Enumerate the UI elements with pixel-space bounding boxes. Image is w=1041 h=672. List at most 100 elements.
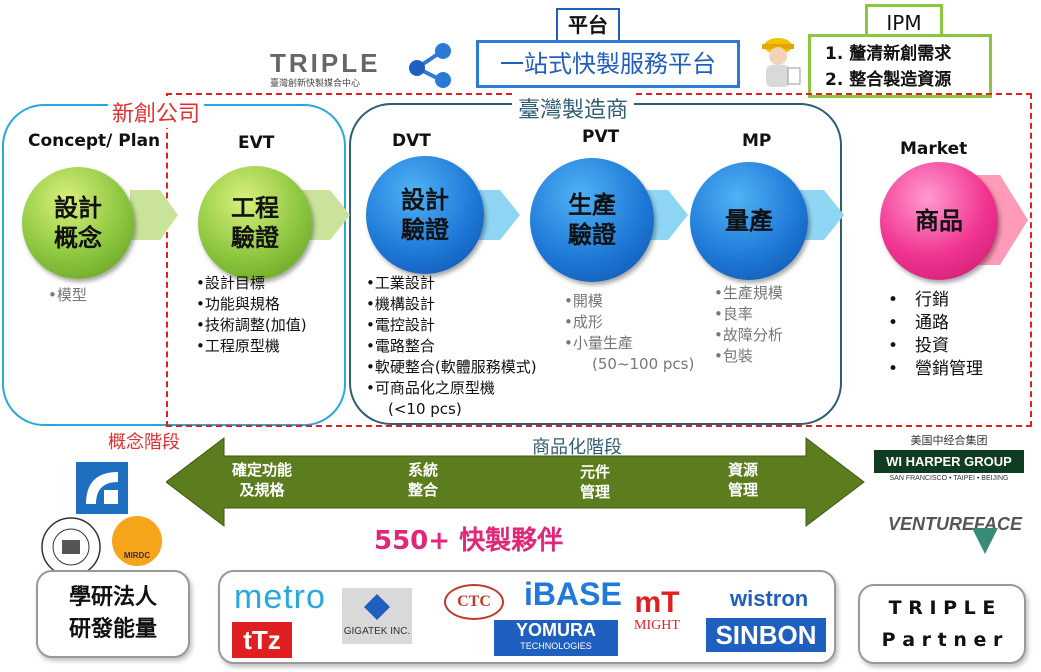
arrow-evt-dvt <box>300 190 350 240</box>
list-evt-item: •工程原型機 <box>196 337 280 355</box>
circle-concept: 設計概念 <box>22 167 134 279</box>
ipm-item-2: 2. 整合製造資源 <box>825 70 952 90</box>
ventureface-logo: VENTUREFACE <box>888 514 1023 534</box>
list-mp-item: •包裝 <box>714 347 753 365</box>
circle-evt: 工程驗證 <box>198 166 312 280</box>
wiharper-logo-text: WI HARPER GROUP <box>874 450 1024 473</box>
arrow-item-3-line1: 元件 <box>580 463 611 481</box>
taiwan-label: 臺灣製造商 <box>512 92 635 124</box>
list-pvt-item: •小量生產 <box>564 334 633 352</box>
list-concept-item: •模型 <box>48 286 87 304</box>
list-dvt-item: •電控設計 <box>366 316 435 334</box>
list-market-item: • 行銷 <box>888 290 950 310</box>
academic-box-line1: 學研法人 <box>68 585 157 610</box>
list-evt-item: •設計目標 <box>196 274 265 292</box>
list-mp: •生產規模 •良率 •故障分析 •包裝 <box>714 283 783 367</box>
circle-dvt-line2: 驗證 <box>401 216 449 244</box>
might-logo-text: MIGHT <box>634 618 680 633</box>
partners-title: 550+ 快製夥伴 <box>374 526 564 556</box>
arrow-concept-evt <box>130 190 178 240</box>
arrow-item-2: 系統 整合 <box>408 460 438 500</box>
circle-concept-line2: 概念 <box>54 224 102 252</box>
wiharper-logo-cn: 美国中经合集团 <box>910 434 988 447</box>
ipm-box: 1. 釐清新創需求 2. 整合製造資源 <box>808 34 992 98</box>
worker-icon <box>762 38 801 87</box>
circle-evt-line1: 工程 <box>231 194 279 222</box>
network-icon <box>409 43 451 88</box>
arrow-item-1-line1: 確定功能 <box>232 461 293 479</box>
ctc-logo: CTC <box>444 584 504 620</box>
circle-dvt: 設計驗證 <box>366 156 484 274</box>
academic-box: 學研法人 研發能量 <box>36 570 190 658</box>
stage-label-evt: EVT <box>238 133 275 153</box>
list-evt: •設計目標 •功能與規格 •技術調整(加值) •工程原型機 <box>196 273 307 357</box>
circle-concept-line1: 設計 <box>54 194 102 222</box>
platform-title: 平台 <box>556 8 620 44</box>
list-dvt-item: •工業設計 <box>366 274 435 292</box>
list-pvt-note: (50~100 pcs) <box>592 355 695 373</box>
list-pvt-item: •成形 <box>564 313 603 331</box>
academia-seal-logo <box>41 517 101 577</box>
circle-mp: 量產 <box>690 162 808 280</box>
metro-logo: metro <box>234 578 326 616</box>
circle-pvt-line2: 驗證 <box>568 221 616 249</box>
list-mp-item: •生產規模 <box>714 284 783 302</box>
triple-logo-subtitle: 臺灣創新快製媒合中心 <box>270 79 361 89</box>
list-dvt-item: •軟硬整合(軟體服務模式) <box>366 358 537 376</box>
circle-pvt: 生產驗證 <box>530 158 654 282</box>
stage-label-dvt: DVT <box>392 131 431 151</box>
ibase-logo: iBASE <box>524 576 622 612</box>
circle-market-line1: 商品 <box>915 207 963 235</box>
triple-logo-text: TRIPLE <box>270 48 381 78</box>
wiharper-logo: 美国中经合集团 WI HARPER GROUP SAN FRANCISCO • … <box>874 432 1024 482</box>
double-arrow <box>166 436 865 528</box>
arrow-item-1: 確定功能 及規格 <box>232 460 292 500</box>
mirdc-logo-text: MIRDC <box>123 551 151 560</box>
wistron-logo: wistron <box>730 586 809 611</box>
startup-label: 新創公司 <box>108 96 205 128</box>
academic-box-line2: 研發能量 <box>68 617 157 642</box>
wiharper-logo-sub: SAN FRANCISCO • TAIPEI • BEIJING <box>889 475 1009 482</box>
institute-logo <box>76 462 128 514</box>
gigatek-logo-text: GIGATEK INC. <box>343 626 411 637</box>
list-evt-item: •功能與規格 <box>196 295 280 313</box>
list-evt-item: •技術調整(加值) <box>196 316 307 334</box>
list-dvt: •工業設計 •機構設計 •電控設計 •電路整合 •軟硬整合(軟體服務模式) •可… <box>366 273 537 420</box>
sinbon-logo: SINBON <box>706 618 826 652</box>
stage-label-pvt: PVT <box>582 127 620 147</box>
list-market: • 行銷 • 通路 • 投資 • 營銷管理 <box>888 289 983 381</box>
arrow-item-3-line2: 管理 <box>580 483 611 501</box>
commercial-phase-label: 商品化階段 <box>532 437 622 458</box>
circle-mp-line1: 量產 <box>725 207 773 235</box>
list-mp-item: •良率 <box>714 305 753 323</box>
might-logo: mT MIGHT <box>634 588 680 634</box>
tz-logo: tTz <box>232 622 292 658</box>
triple-partner-line1: T R I P L E <box>888 597 996 619</box>
yomura-logo: YOMURA TECHNOLOGIES <box>494 620 618 656</box>
list-pvt: •開模 •成形 •小量生產 <box>564 291 633 354</box>
list-market-item: • 投資 <box>888 336 950 356</box>
ventureface-icon <box>972 528 998 554</box>
list-dvt-item: •可商品化之原型機 <box>366 379 495 397</box>
yomura-logo-text: YOMURA <box>516 620 596 640</box>
might-icon: mT <box>634 586 680 619</box>
arrow-item-2-line1: 系統 <box>408 461 439 479</box>
arrow-item-1-line2: 及規格 <box>239 481 285 499</box>
triple-logo: TRIPLE 臺灣創新快製媒合中心 <box>270 48 380 89</box>
arrow-item-4: 資源 管理 <box>728 460 758 500</box>
list-dvt-item: •機構設計 <box>366 295 435 313</box>
list-mp-item: •故障分析 <box>714 326 783 344</box>
list-market-item: • 營銷管理 <box>888 359 984 379</box>
arrow-item-4-line2: 管理 <box>728 481 759 499</box>
circle-dvt-line1: 設計 <box>401 186 449 214</box>
gigatek-icon <box>364 594 390 620</box>
stage-label-market: Market <box>900 139 968 159</box>
list-concept: •模型 <box>48 285 87 306</box>
stage-label-mp: MP <box>742 131 772 151</box>
circle-evt-line2: 驗證 <box>231 224 279 252</box>
stage-label-concept: Concept/ Plan <box>28 131 161 151</box>
arrow-item-3: 元件 管理 <box>580 462 610 502</box>
ipm-item-1: 1. 釐清新創需求 <box>825 44 952 64</box>
circle-pvt-line1: 生產 <box>568 191 616 219</box>
list-dvt-item: (<10 pcs) <box>388 400 462 418</box>
